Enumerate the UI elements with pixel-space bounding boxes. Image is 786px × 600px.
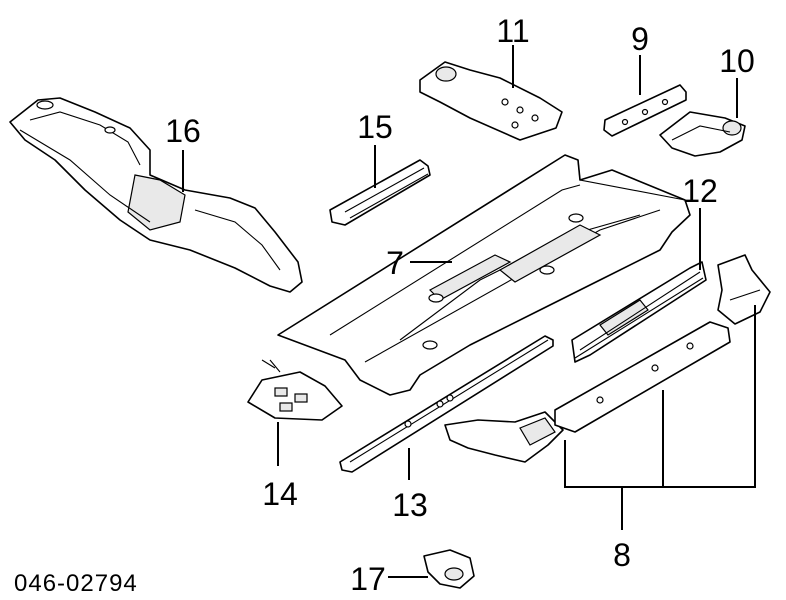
part-12-reinforcement [571,261,707,363]
leader-lines [182,45,756,578]
label-11: 11 [496,13,529,49]
part-9-bar [603,84,687,137]
part-7-floor-pan [277,154,691,396]
label-14: 14 [262,476,298,512]
label-17: 17 [350,561,386,597]
part-15-rail [329,159,431,226]
label-9: 9 [631,21,649,57]
part-16-side-member [9,97,303,293]
label-7: 7 [386,245,404,281]
label-13: 13 [392,487,428,523]
label-10: 10 [719,43,755,79]
part-14-plate [247,359,343,421]
label-16: 16 [165,113,201,149]
part-13-rail [339,335,554,473]
part-10-bracket [659,111,746,157]
part-8-sill-set [444,254,771,463]
part-11-bracket [419,61,563,141]
label-12: 12 [682,173,718,209]
diagram-code: 046-02794 [14,570,138,597]
part-17-clip [423,549,475,589]
label-8: 8 [613,537,631,573]
label-15: 15 [357,109,393,145]
